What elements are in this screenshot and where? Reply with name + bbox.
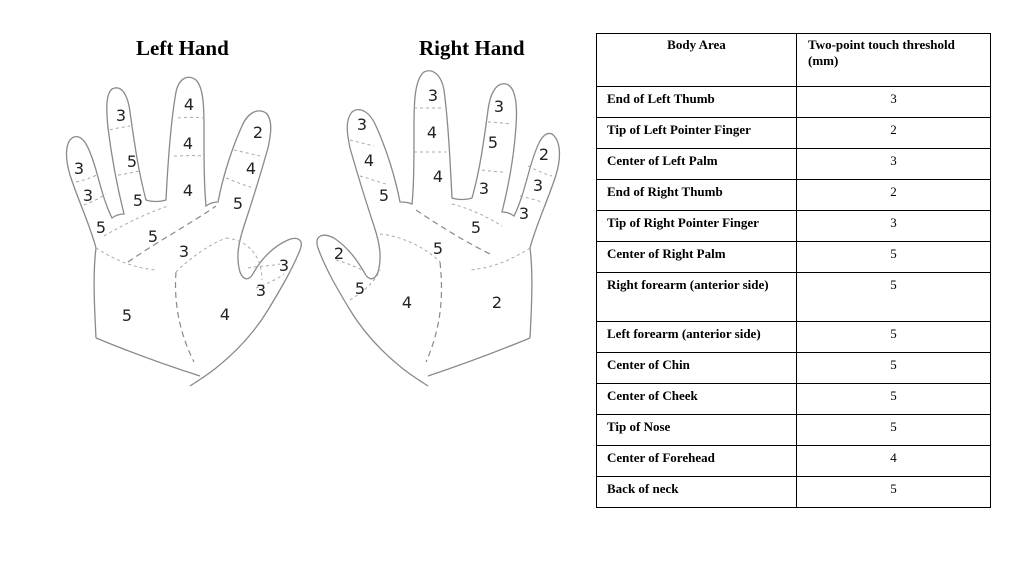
table-row: Left forearm (anterior side) 5 (596, 321, 991, 353)
right-hand-outline (316, 70, 561, 387)
table-row: Tip of Left Pointer Finger 2 (596, 117, 991, 149)
left-hand-wrist-edge (95, 337, 201, 377)
threshold-cell: 5 (796, 414, 991, 446)
region-label-middle-middle: 4 (183, 134, 193, 153)
region-label-middle-middle: 5 (488, 133, 498, 152)
hands-diagram: 3 3 5 3 5 5 4 4 4 2 4 5 5 3 3 3 5 4 (65, 70, 561, 387)
threshold-cell: 4 (796, 445, 991, 477)
threshold-cell: 5 (796, 241, 991, 273)
region-label-pinky-middle: 3 (83, 186, 93, 205)
region-label-pinky-middle: 4 (364, 151, 374, 170)
region-label-lower-palm: 5 (122, 306, 132, 325)
body-area-cell: Center of Left Palm (596, 148, 797, 180)
body-area-cell: Back of neck (596, 476, 797, 508)
table-row: Center of Left Palm 3 (596, 148, 991, 180)
region-label-ring-base: 4 (433, 167, 443, 186)
region-label-index-base: 3 (519, 204, 529, 223)
right-hand-title: Right Hand (419, 36, 525, 60)
column-header-threshold: Two-point touch threshold (mm) (796, 33, 991, 87)
region-label-ring-base: 5 (133, 191, 143, 210)
region-label-ring-middle: 5 (127, 152, 137, 171)
threshold-cell: 3 (796, 210, 991, 242)
table-header-row: Body Area Two-point touch threshold (mm) (596, 33, 991, 87)
region-label-index-tip: 2 (539, 145, 549, 164)
region-label-thumb-tip: 2 (334, 244, 344, 263)
threshold-cell: 3 (796, 86, 991, 118)
body-area-cell: Center of Cheek (596, 383, 797, 415)
region-label-middle-tip: 3 (494, 97, 504, 116)
region-label-ring-tip: 3 (428, 86, 438, 105)
region-label-pinky-tip: 3 (74, 159, 84, 178)
region-label-index-middle: 4 (246, 159, 256, 178)
table-row: Center of Forehead 4 (596, 445, 991, 477)
threshold-cell: 3 (796, 148, 991, 180)
threshold-cell: 5 (796, 352, 991, 384)
region-label-middle-base: 4 (183, 181, 193, 200)
region-label-middle-base: 3 (479, 179, 489, 198)
threshold-cell: 2 (796, 179, 991, 211)
table-row: Tip of Nose 5 (596, 414, 991, 446)
table-row: Right forearm (anterior side) 5 (596, 272, 991, 322)
region-label-thumb-base: 3 (256, 281, 266, 300)
table-row: Center of Cheek 5 (596, 383, 991, 415)
table-row: Back of neck 5 (596, 476, 991, 508)
region-label-upper-palm-center: 3 (179, 242, 189, 261)
region-label-thenar: 4 (220, 305, 230, 324)
body-area-cell: Center of Chin (596, 352, 797, 384)
region-label-pinky-tip: 3 (357, 115, 367, 134)
region-label-upper-palm-left: 5 (433, 239, 443, 258)
region-label-thumb-tip: 3 (279, 256, 289, 275)
left-hand-outline (65, 76, 302, 387)
region-label-index-middle: 3 (533, 176, 543, 195)
table-row: Tip of Right Pointer Finger 3 (596, 210, 991, 242)
right-hand-wrist-edge (427, 337, 531, 377)
threshold-cell: 5 (796, 321, 991, 353)
region-label-thenar: 4 (402, 293, 412, 312)
threshold-cell: 5 (796, 476, 991, 508)
body-area-cell: Tip of Left Pointer Finger (596, 117, 797, 149)
body-area-cell: Center of Right Palm (596, 241, 797, 273)
body-area-cell: Tip of Right Pointer Finger (596, 210, 797, 242)
threshold-cell: 2 (796, 117, 991, 149)
body-area-cell: End of Right Thumb (596, 179, 797, 211)
table-row: End of Right Thumb 2 (596, 179, 991, 211)
region-label-index-base: 5 (233, 194, 243, 213)
left-hand-title: Left Hand (136, 36, 229, 60)
region-label-upper-palm-left: 5 (148, 227, 158, 246)
table-row: Center of Chin 5 (596, 352, 991, 384)
region-label-thumb-base: 5 (355, 279, 365, 298)
body-area-cell: Tip of Nose (596, 414, 797, 446)
region-label-lower-palm: 2 (492, 293, 502, 312)
region-label-index-tip: 2 (253, 123, 263, 142)
region-label-ring-tip: 3 (116, 106, 126, 125)
body-area-cell: Left forearm (anterior side) (596, 321, 797, 353)
column-header-body-area: Body Area (596, 33, 797, 87)
region-label-pinky-base: 5 (379, 186, 389, 205)
body-area-cell: Right forearm (anterior side) (596, 272, 797, 322)
table-row: Center of Right Palm 5 (596, 241, 991, 273)
region-label-middle-tip: 4 (184, 95, 194, 114)
region-label-pinky-base: 5 (96, 218, 106, 237)
region-label-ring-middle: 4 (427, 123, 437, 142)
threshold-cell: 5 (796, 383, 991, 415)
left-hand-drawing: 3 3 5 3 5 5 4 4 4 2 4 5 5 3 3 3 5 4 (65, 76, 302, 387)
body-area-cell: End of Left Thumb (596, 86, 797, 118)
threshold-cell: 5 (796, 272, 991, 322)
table-row: End of Left Thumb 3 (596, 86, 991, 118)
threshold-table: Body Area Two-point touch threshold (mm)… (596, 33, 991, 508)
body-area-cell: Center of Forehead (596, 445, 797, 477)
right-hand-drawing: 3 4 5 3 4 4 3 5 3 2 3 3 5 5 2 5 4 2 (316, 70, 561, 387)
region-label-upper-palm-center: 5 (471, 218, 481, 237)
